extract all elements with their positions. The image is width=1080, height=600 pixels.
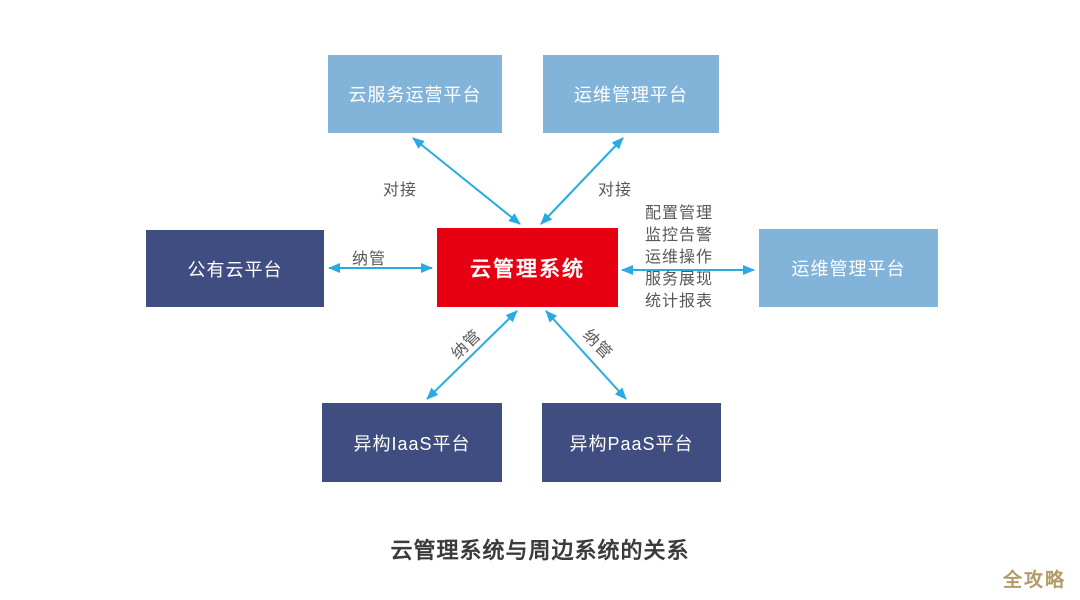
node-cloud-management-system: 云管理系统 <box>437 228 618 307</box>
arrow-top-right <box>540 137 624 225</box>
arrow-top-left <box>412 137 521 225</box>
capability-item: 统计报表 <box>645 293 714 310</box>
capability-item: 监控告警 <box>645 227 714 244</box>
node-public-cloud-platform: 公有云平台 <box>146 230 324 307</box>
node-label: 运维管理平台 <box>791 259 906 279</box>
node-cloud-service-operation-platform: 云服务运营平台 <box>328 55 502 133</box>
arrow-bottom-right <box>545 310 627 400</box>
node-label: 公有云平台 <box>187 259 283 280</box>
node-heterogeneous-iaas-platform: 异构IaaS平台 <box>322 403 502 482</box>
node-label: 异构IaaS平台 <box>353 433 471 454</box>
node-ops-management-platform-right: 运维管理平台 <box>759 229 938 307</box>
diagram-title: 云管理系统与周边系统的关系 <box>390 538 690 563</box>
capability-item: 运维操作 <box>645 249 714 266</box>
capability-item: 配置管理 <box>645 205 714 222</box>
node-ops-management-platform-top: 运维管理平台 <box>543 55 719 133</box>
edge-label-naguan-left: 纳管 <box>352 251 387 268</box>
edge-label-duijie-right: 对接 <box>598 182 633 199</box>
node-label: 云服务运营平台 <box>348 85 482 105</box>
right-edge-capability-list: 配置管理 监控告警 运维操作 服务展现 统计报表 <box>645 203 733 313</box>
capability-item: 服务展现 <box>645 271 714 288</box>
node-heterogeneous-paas-platform: 异构PaaS平台 <box>542 403 721 482</box>
node-label: 异构PaaS平台 <box>569 433 694 454</box>
edge-label-duijie-left: 对接 <box>383 182 418 199</box>
watermark-text: 全攻略 <box>1002 570 1066 591</box>
node-label: 运维管理平台 <box>574 85 688 105</box>
node-label: 云管理系统 <box>470 257 585 281</box>
arrow-bottom-left <box>426 310 518 400</box>
